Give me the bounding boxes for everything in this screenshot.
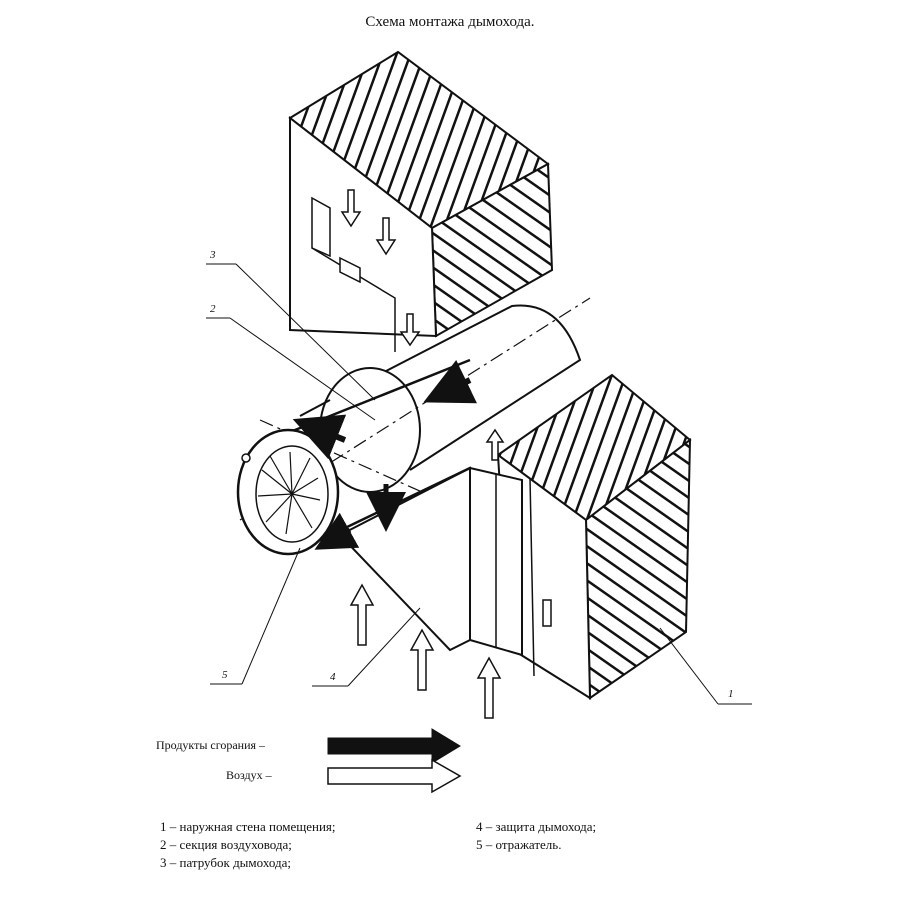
diagram-title: Схема монтажа дымохода. (365, 14, 535, 30)
part-list-item-4: 4 – защита дымохода; (476, 819, 597, 834)
callout-2: 2 (206, 303, 376, 421)
callout-label-5: 5 (222, 669, 228, 681)
part-list-item-1: 1 – наружная стена помещения; (160, 819, 336, 834)
callout-label-4: 4 (330, 671, 336, 683)
chimney-guard (338, 428, 523, 657)
callout-label-2: 2 (210, 303, 216, 315)
callout-4: 4 (312, 607, 421, 687)
air-legend-arrow (327, 758, 462, 794)
callout-1: 1 (659, 627, 752, 705)
callout-5: 5 (210, 547, 301, 685)
callout-3: 3 (206, 249, 376, 401)
part-list-item-5: 5 – отражатель. (476, 837, 562, 852)
reflector (236, 428, 340, 556)
part-list-item-3: 3 – патрубок дымохода; (160, 855, 291, 870)
part-list-item-2: 2 – секция воздуховода; (160, 837, 292, 852)
callout-label-3: 3 (209, 249, 216, 261)
air-flow-arrows (349, 583, 502, 719)
smoke-legend-label: Продукты сгорания – (156, 738, 266, 752)
upper-wall-block (288, 50, 554, 352)
callout-label-1: 1 (728, 688, 734, 700)
air-legend-label: Воздух – (226, 768, 272, 782)
smoke-flow-arrows (292, 359, 478, 550)
smoke-legend-arrow (327, 728, 461, 764)
lower-wall-block (496, 373, 692, 700)
